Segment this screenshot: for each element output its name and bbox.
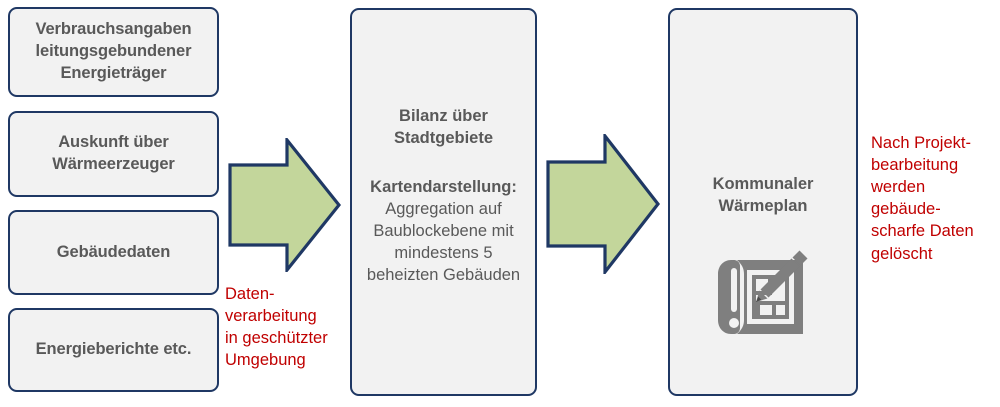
source-box-energieberichte: Energieberichte etc.: [8, 308, 219, 392]
source-box-auskunft-waermeerzeuger: Auskunft über Wärmeerzeuger: [8, 111, 219, 197]
center-box-subtitle: Kartendarstellung:: [370, 177, 517, 196]
note-loeschung: Nach Projekt- bearbeitung werden gebäude…: [871, 134, 974, 263]
source-box-label: Verbrauchsangaben leitungsgebundener Ene…: [35, 20, 192, 82]
source-box-label: Gebäudedaten: [56, 242, 171, 261]
source-box-verbrauchsangaben: Verbrauchsangaben leitungsgebundener Ene…: [8, 7, 219, 97]
result-box-kommunaler-waermeplan: Kommunaler Wärmeplan: [668, 8, 858, 396]
source-box-label: Energieberichte etc.: [35, 340, 192, 359]
source-box-label: Auskunft über Wärmeerzeuger: [52, 133, 175, 173]
source-box-gebaeudedaten: Gebäudedaten: [8, 210, 219, 295]
blueprint-pencil-icon: [718, 250, 808, 334]
center-box-bilanz-stadtgebiete: Bilanz über Stadtgebiete Kartendarstellu…: [350, 8, 537, 396]
arrow-center-to-plan: [546, 131, 661, 277]
center-box-title: Bilanz über Stadtgebiete: [393, 107, 494, 147]
arrow-right-icon: [546, 131, 661, 277]
result-box-title: Kommunaler Wärmeplan: [712, 175, 814, 215]
arrow-right-icon: [228, 135, 342, 275]
note-datenverarbeitung: Daten- verarbeitung in geschützter Umgeb…: [225, 285, 328, 370]
arrow-sources-to-center: [228, 135, 342, 275]
center-box-body: Aggregation auf Baublockebene mit mindes…: [366, 199, 521, 284]
